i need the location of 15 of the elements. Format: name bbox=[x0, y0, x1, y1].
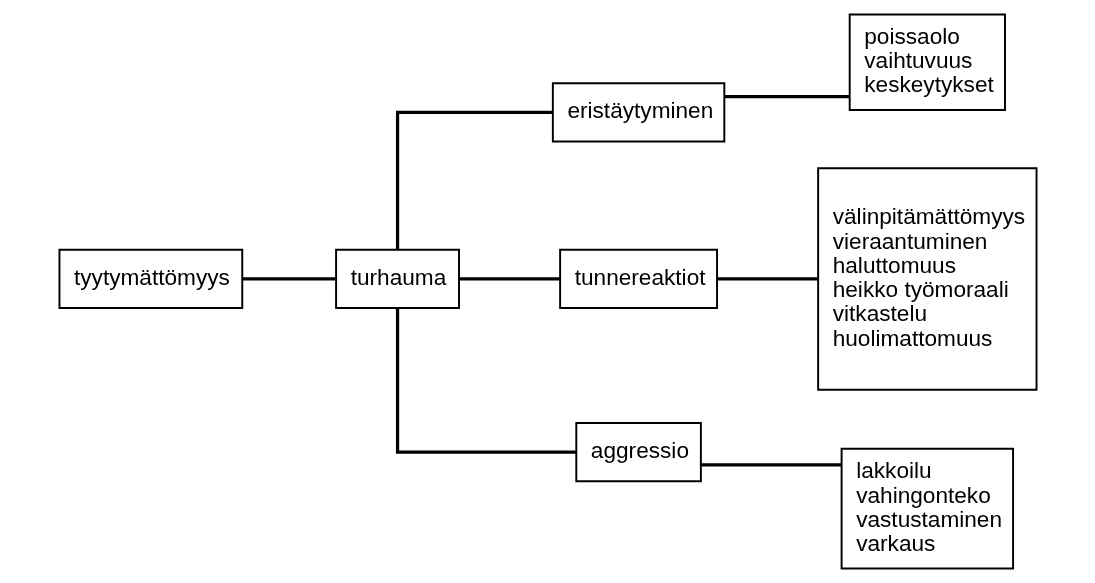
node-box: turhauma bbox=[334, 248, 460, 310]
node-box: aggressio bbox=[574, 421, 702, 483]
connector bbox=[700, 463, 841, 467]
connector bbox=[395, 308, 576, 454]
connector bbox=[395, 110, 552, 250]
node-box: lakkoilu vahingonteko vastustaminen varkaus bbox=[840, 447, 1014, 570]
node-box: poissaolo vaihtuvuus keskeytykset bbox=[848, 13, 1006, 111]
connector bbox=[723, 94, 850, 99]
node-box: eristäytyminen bbox=[551, 82, 725, 143]
connector bbox=[242, 277, 336, 281]
node-box: tyytymättömyys bbox=[58, 248, 243, 310]
node-box: välinpitämättömyys vieraantuminen haluttomuus heikko työmoraali vitkastelu huolimattomuus bbox=[816, 167, 1037, 391]
connector bbox=[459, 277, 560, 281]
connector bbox=[717, 277, 818, 281]
node-box: tunnereaktiot bbox=[558, 248, 718, 310]
